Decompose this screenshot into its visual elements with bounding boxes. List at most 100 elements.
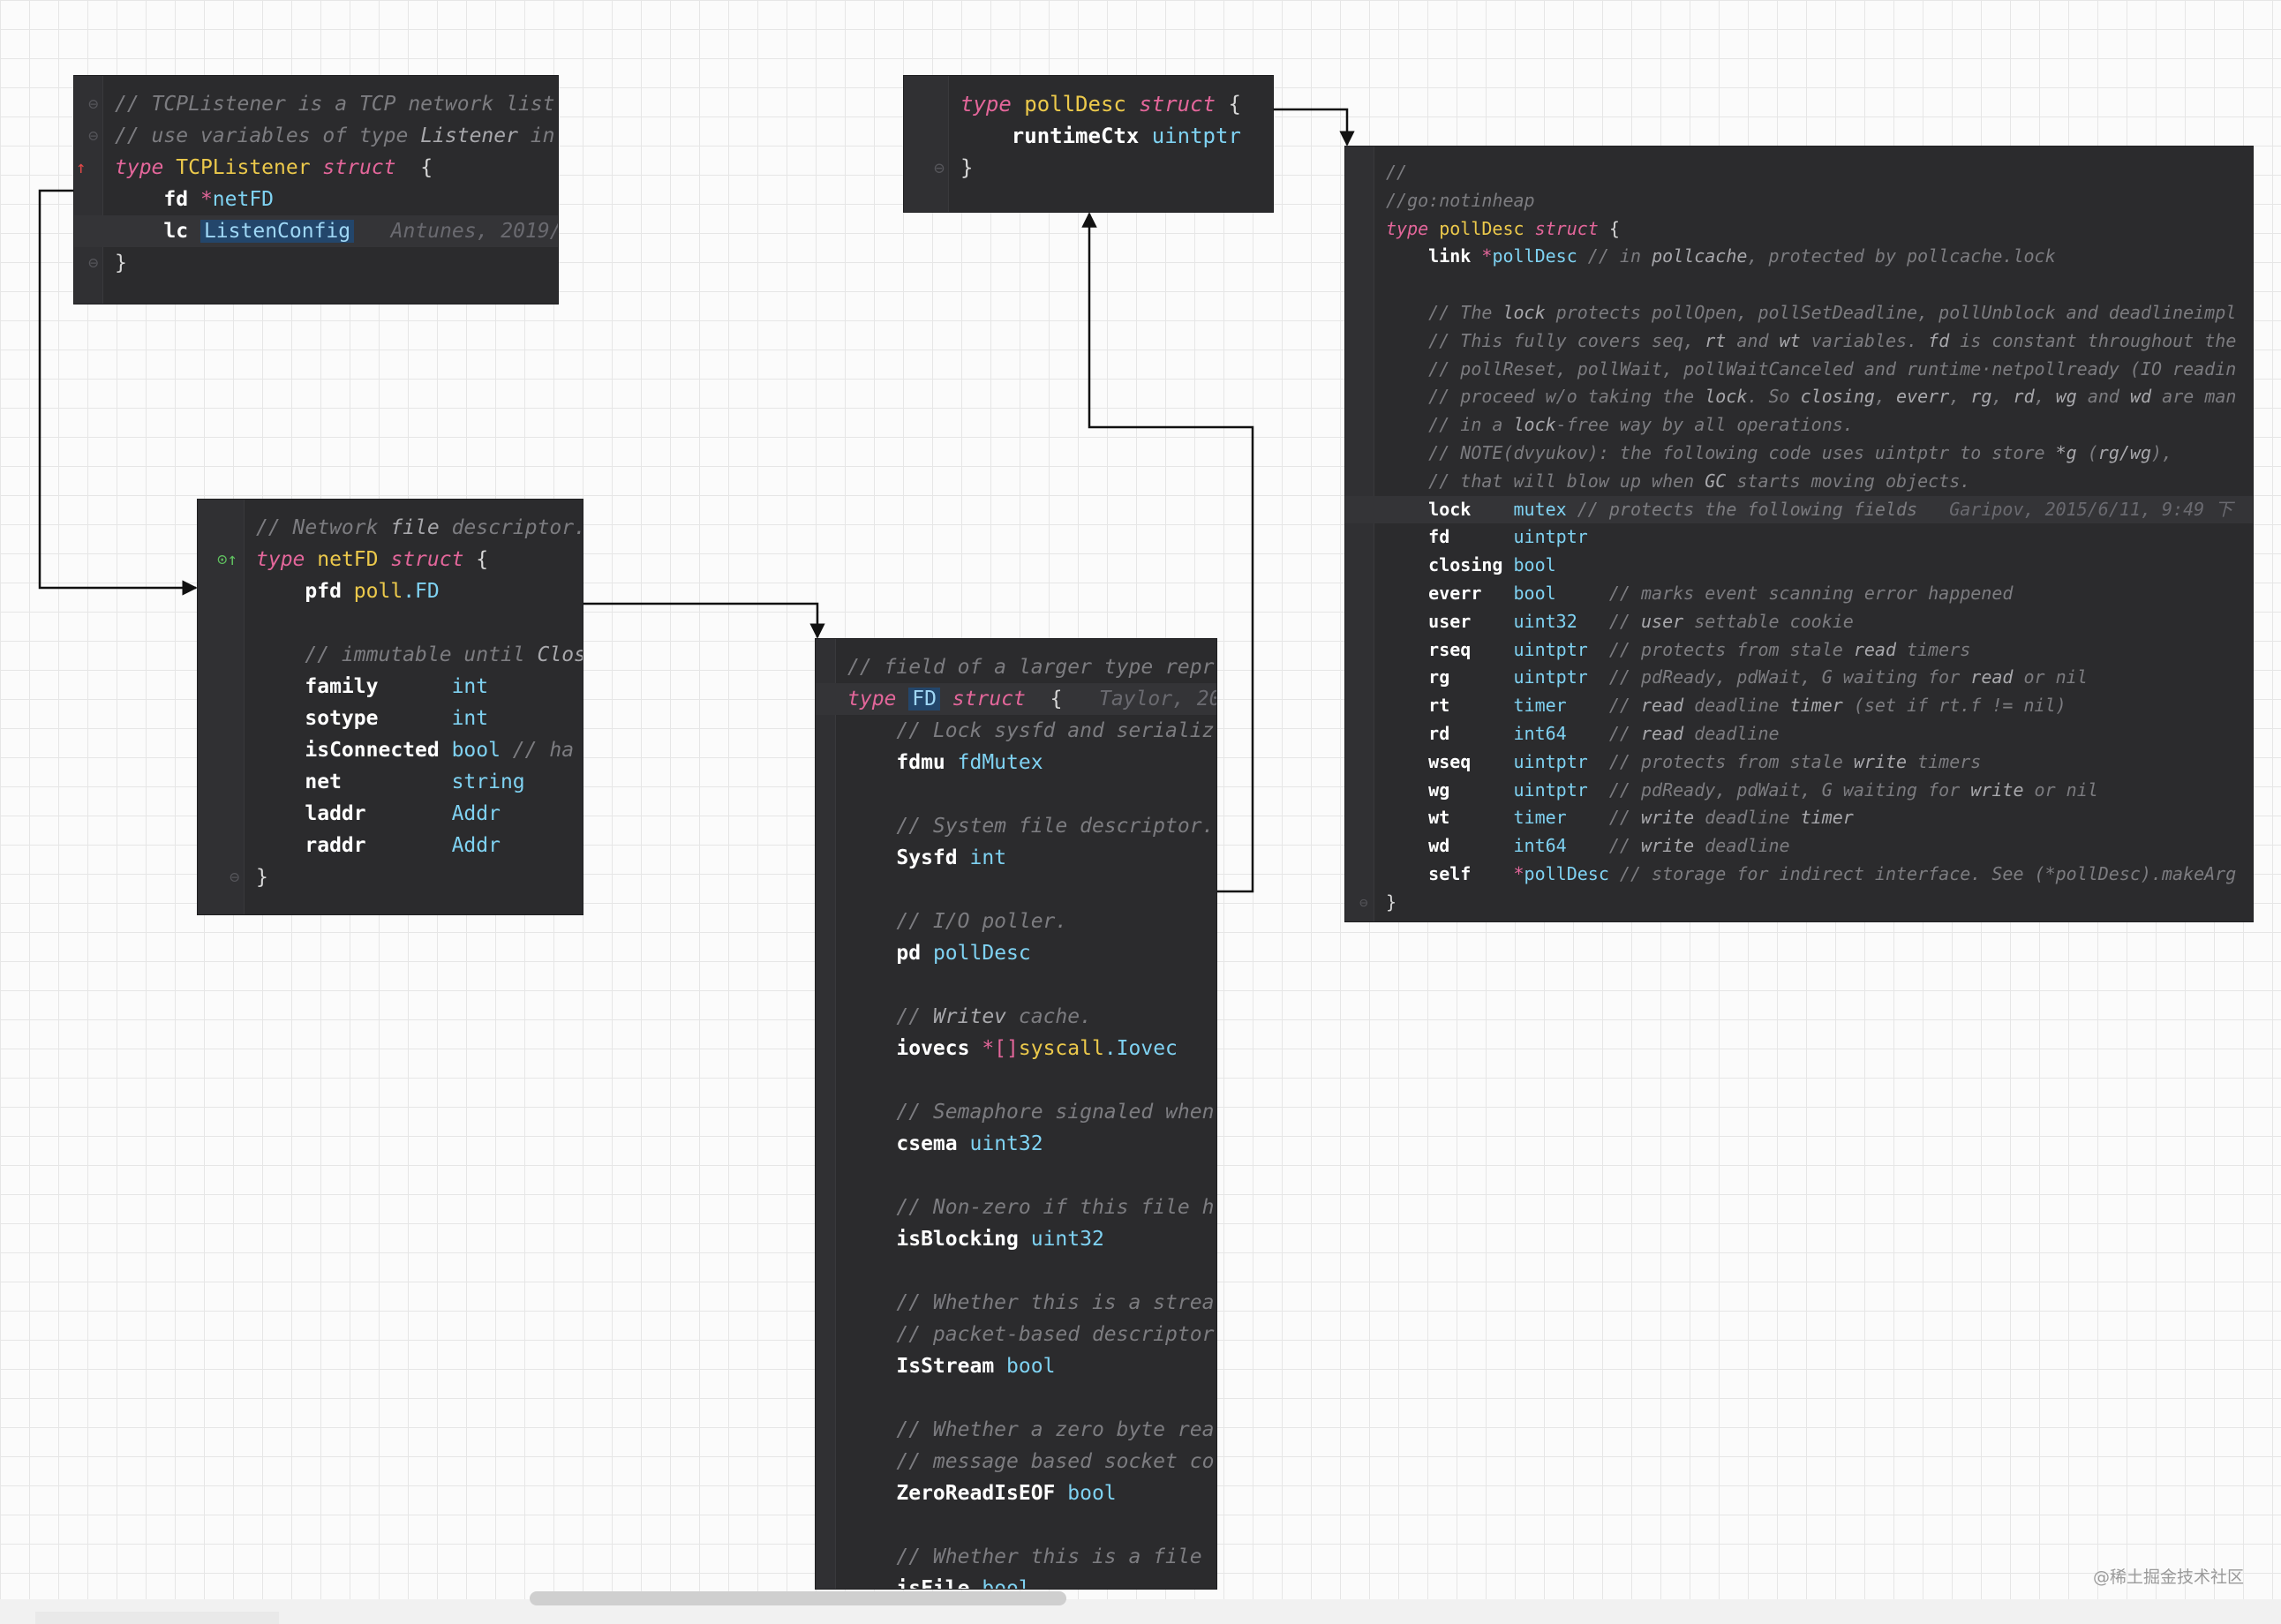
arrow-tcplistener-to-netfd [38, 189, 198, 596]
code-token: ListenConfig [199, 220, 355, 243]
code-token: everr [1896, 386, 1950, 408]
fold-marker-icon[interactable]: ⊖ [88, 126, 99, 146]
code-token: rd [1428, 723, 1514, 744]
code-line: ⊖} [198, 861, 583, 893]
code-token: } [960, 155, 974, 180]
code-token: net [305, 771, 452, 793]
code-token: Writev [932, 1005, 1007, 1028]
code-token: GC [1705, 470, 1727, 492]
code-token: // ha [500, 739, 575, 762]
code-line: fdmu fdMutex [816, 747, 1216, 778]
code-token: pollDesc [932, 942, 1031, 965]
code-line: raddr Addr [198, 830, 583, 861]
code-token: isFile [896, 1577, 970, 1589]
code-token: pollDesc [1492, 245, 1577, 267]
code-line: wg uintptr // pdReady, pdWait, G waiting… [1345, 777, 2253, 805]
code-line: // Writev cache. [816, 1001, 1216, 1033]
fold-marker-icon[interactable]: ⊖ [88, 253, 99, 273]
code-token: ZeroReadIsEOF [896, 1482, 1056, 1505]
code-token [115, 220, 163, 243]
code-token: bool [1067, 1482, 1117, 1505]
code-token: .Iovec [1103, 1037, 1178, 1060]
code-line: iovecs *[]syscall.Iovec [816, 1033, 1216, 1064]
code-line: ⊖} [74, 247, 558, 279]
code-line: runtimeCtx uintptr [904, 120, 1273, 152]
code-token: protects pollOpen, pollSetDeadline, poll… [1545, 302, 2237, 323]
code-line: // Whether this is a file [816, 1541, 1216, 1573]
code-token: syscall [1018, 1037, 1104, 1060]
code-token: struct [1125, 92, 1216, 117]
code-token: cache. [1006, 1005, 1092, 1028]
code-token: // Non-zero if this file h [896, 1196, 1215, 1219]
code-token: timer [1513, 695, 1609, 717]
code-token: { [1216, 92, 1241, 117]
implementation-marker-icon[interactable]: ⊙↑ [217, 550, 237, 569]
horizontal-scrollbar-thumb[interactable] [530, 1591, 1066, 1605]
code-line: ⊖} [904, 152, 1273, 184]
code-token: // protects the following fields [1566, 498, 1918, 520]
code-token: lock [1705, 386, 1748, 408]
code-token: write [1853, 750, 1908, 772]
implementation-marker-icon[interactable]: ↑ [76, 158, 87, 177]
code-token: // pdReady, pdWait, G waiting for [1608, 778, 1971, 801]
code-line [816, 778, 1216, 810]
code-token: ), [2151, 442, 2173, 463]
code-line: link *pollDesc // in pollcache, protecte… [1345, 243, 2253, 271]
code-panel-tcplistener: ⊖// TCPListener is a TCP network list⊖//… [74, 76, 558, 304]
code-line: everr bool // marks event scanning error… [1345, 580, 2253, 608]
code-token: // [1608, 723, 1641, 744]
code-line: user uint32 // user settable cookie [1345, 608, 2253, 636]
code-line: // packet-based descriptor [816, 1319, 1216, 1350]
code-token: } [1386, 891, 1397, 913]
code-token: // use variables of type [115, 124, 421, 147]
code-token: int64 [1513, 723, 1609, 744]
code-line: // Semaphore signaled when [816, 1096, 1216, 1128]
code-line: pd pollDesc [816, 937, 1216, 969]
code-line [816, 969, 1216, 1001]
code-line: isConnected bool // ha [198, 734, 583, 766]
fold-marker-icon[interactable]: ⊖ [230, 868, 240, 887]
code-token: // Whether a zero byte rea [896, 1418, 1215, 1441]
code-token: uintptr [1513, 750, 1609, 772]
code-token: type [847, 688, 909, 710]
code-token: sotype [305, 707, 452, 730]
code-token [847, 1545, 896, 1568]
fold-marker-icon[interactable]: ⊖ [1359, 893, 1368, 911]
code-token: lc [163, 220, 189, 243]
code-token: { [395, 156, 433, 179]
code-token [1386, 639, 1428, 660]
code-token [1386, 554, 1428, 575]
code-token [1386, 470, 1428, 492]
code-line [198, 607, 583, 639]
code-token: timers [1907, 750, 1982, 772]
code-token [1139, 124, 1151, 148]
fold-marker-icon[interactable]: ⊖ [88, 94, 99, 114]
code-token [969, 1577, 982, 1589]
code-token [256, 643, 305, 666]
code-token: struct [310, 156, 396, 179]
fold-marker-icon[interactable]: ⊖ [934, 157, 945, 178]
code-token: IsStream [896, 1355, 995, 1378]
code-token: uint32 [969, 1132, 1043, 1155]
code-line: //go:notinheap [1345, 187, 2253, 215]
horizontal-scrollbar-track[interactable] [0, 1599, 2281, 1624]
code-token: * [1471, 245, 1493, 267]
code-token: fd [163, 188, 189, 211]
code-line: // that will blow up when GC starts movi… [1345, 468, 2253, 496]
code-token: everr [1428, 583, 1514, 604]
code-token [847, 1005, 896, 1028]
line-gutter [198, 500, 245, 914]
code-token: pollDesc [1439, 217, 1524, 239]
code-token: family [305, 675, 452, 698]
code-token [847, 719, 896, 742]
code-token: (set if rt.f != nil) [1842, 695, 2066, 717]
code-token: Taylor, 201 [1098, 688, 1216, 710]
code-token: , protected by pollcache.lock [1747, 245, 2056, 267]
code-token: // Lock sysfd and serializ [896, 719, 1215, 742]
code-token [994, 1355, 1006, 1378]
code-line [816, 1064, 1216, 1096]
code-token: pollDesc [1524, 863, 1620, 884]
code-line: ⊖// TCPListener is a TCP network list [74, 88, 558, 120]
code-token: struct [939, 688, 1026, 710]
code-token: // pdReady, pdWait, G waiting for [1608, 666, 1971, 688]
